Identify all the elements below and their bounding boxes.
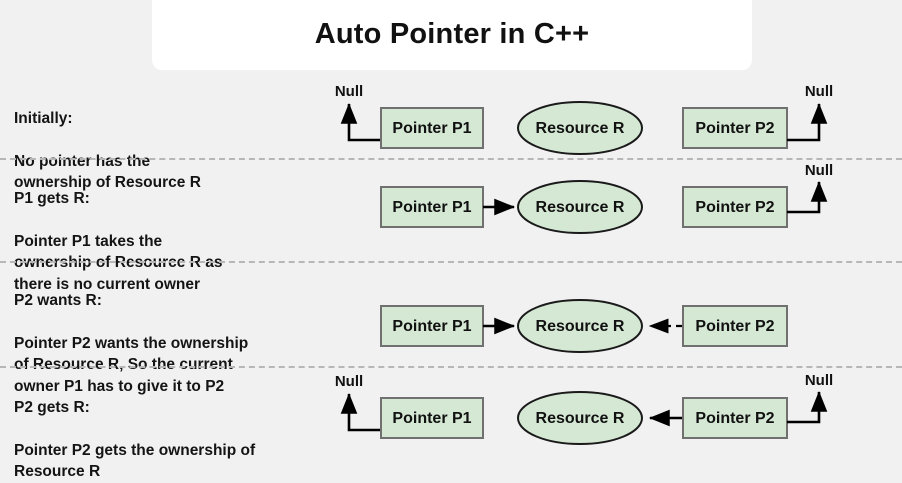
row2-pointer-p2-label: Pointer P2	[695, 199, 774, 216]
row-body-initially: No pointer has the ownership of Resource…	[14, 152, 201, 192]
row1-pointer-p1-box	[380, 107, 484, 149]
row4-pointer-p1-box	[380, 397, 484, 439]
row4-resource-r-label: Resource R	[536, 410, 625, 427]
row2-pointer-p2-box	[682, 186, 788, 228]
row4-pointer-p2-label: Pointer P2	[695, 410, 774, 427]
row3-pointer-p2-label: Pointer P2	[695, 318, 774, 335]
title-card: Auto Pointer in C++	[152, 0, 752, 70]
row4-resource-r-ellipse	[517, 391, 643, 445]
row-body-p2-gets-r: Pointer P2 gets the ownership of Resourc…	[14, 441, 256, 481]
row4-pointer-p1-label: Pointer P1	[392, 410, 471, 427]
row1-p2-null-label: Null	[805, 83, 833, 100]
row-heading-p2-wants-r: P2 wants R:	[14, 291, 102, 309]
row-heading-p2-gets-r: P2 gets R:	[14, 398, 90, 416]
row1-pointer-p1-label: Pointer P1	[392, 120, 471, 137]
row4-p2-null-edge	[787, 390, 828, 424]
row-description-p2-gets-r: P2 gets R: Pointer P2 gets the ownership…	[14, 375, 334, 483]
row-separator-2	[0, 261, 902, 263]
row1-resource-r-ellipse	[517, 101, 643, 155]
row4-pointer-p2-box	[682, 397, 788, 439]
row2-p2-null-edge	[787, 180, 828, 214]
row2-pointer-p1-label: Pointer P1	[392, 199, 471, 216]
row2-resource-r-ellipse	[517, 180, 643, 234]
row3-resource-r-label: Resource R	[536, 318, 625, 335]
row3-pointer-p1-label: Pointer P1	[392, 318, 471, 335]
row-description-initially: Initially: No pointer has the ownership …	[14, 86, 334, 194]
row1-p1-null-edge	[340, 102, 381, 142]
row1-resource-r-label: Resource R	[536, 120, 625, 137]
row1-p1-null-label: Null	[335, 83, 363, 100]
row3-resource-r-ellipse	[517, 299, 643, 353]
row1-pointer-p2-label: Pointer P2	[695, 120, 774, 137]
row3-pointer-p1-box	[380, 305, 484, 347]
row2-resource-r-label: Resource R	[536, 199, 625, 216]
row3-pointer-p2-box	[682, 305, 788, 347]
row-heading-initially: Initially:	[14, 109, 73, 127]
row1-p2-null-edge	[787, 102, 828, 142]
row4-p1-null-label: Null	[335, 373, 363, 390]
row-separator-1	[0, 158, 902, 160]
row2-pointer-p1-box	[380, 186, 484, 228]
row4-p2-null-label: Null	[805, 372, 833, 389]
row4-p1-null-edge	[340, 392, 381, 432]
row2-p2-null-label: Null	[805, 162, 833, 179]
row-body-p2-wants-r: Pointer P2 wants the ownership of Resour…	[14, 334, 249, 395]
row-separator-3	[0, 366, 902, 368]
page-title: Auto Pointer in C++	[314, 17, 590, 50]
row-description-p2-wants-r: P2 wants R: Pointer P2 wants the ownersh…	[14, 268, 334, 397]
row1-pointer-p2-box	[682, 107, 788, 149]
row-heading-p1-gets-r: P1 gets R:	[14, 189, 90, 207]
